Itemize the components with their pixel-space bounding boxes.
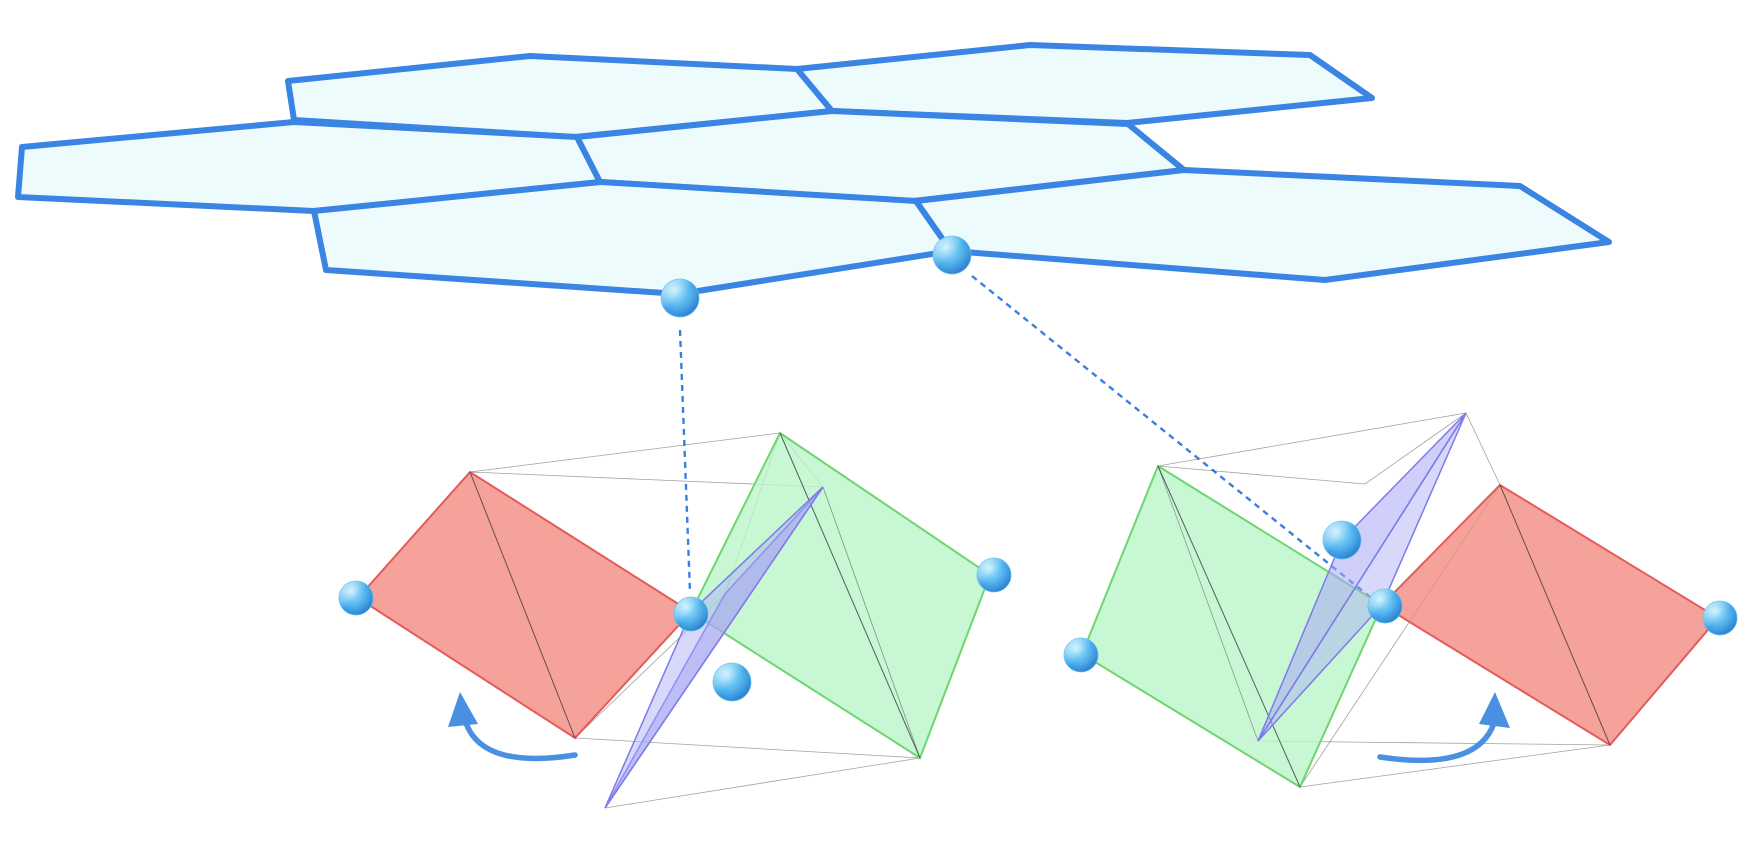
left-red-face	[356, 470, 693, 740]
right-atom-upper	[1322, 520, 1362, 560]
right-atom-outer-right	[1702, 600, 1738, 636]
curved-arrow-icon	[1377, 692, 1510, 764]
left-atom-lower	[712, 662, 752, 702]
right-atom-outer-left	[1063, 637, 1099, 673]
sphere-highlight	[1368, 589, 1402, 623]
sphere-highlight	[933, 236, 971, 274]
sphere-highlight	[1703, 601, 1737, 635]
hexagon-bottom-right	[913, 167, 1612, 283]
left-polyhedron-cluster	[338, 431, 1012, 809]
projection-line-left	[678, 329, 692, 593]
left-atom-outer-right	[976, 557, 1012, 593]
right-blue-plane-front	[1257, 412, 1467, 742]
right-red-face	[1380, 483, 1720, 747]
left-atom-outer-left	[338, 580, 374, 616]
hex-atom-left	[660, 278, 700, 318]
sphere-highlight	[1323, 521, 1361, 559]
sphere-highlight	[977, 558, 1011, 592]
right-atom-shared	[1367, 588, 1403, 624]
sphere-highlight	[339, 581, 373, 615]
sphere-highlight	[674, 597, 708, 631]
right-polyhedron-cluster	[1063, 412, 1738, 789]
hexagon-bottom-center	[311, 179, 954, 297]
left-atom-shared	[673, 596, 709, 632]
hex-atom-right	[932, 235, 972, 275]
sphere-highlight	[1064, 638, 1098, 672]
curved-arrow-icon	[448, 692, 578, 762]
hexagonal-layer	[15, 42, 1612, 297]
left-blue-plane-front	[604, 486, 824, 809]
sphere-highlight	[713, 663, 751, 701]
sphere-highlight	[661, 279, 699, 317]
